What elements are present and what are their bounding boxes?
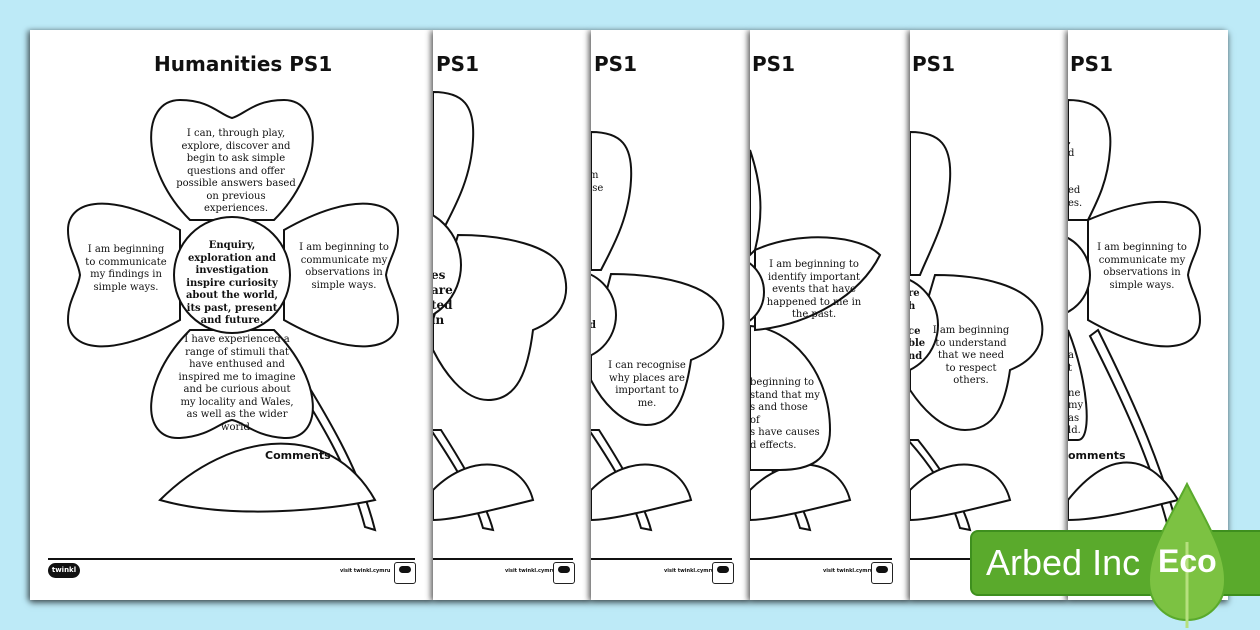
petal-right-text: I am beginning to communicate my observa… (299, 242, 389, 291)
flower-outline-illustration (910, 130, 1044, 532)
eco-label: Eco (1158, 543, 1217, 579)
footer-url: visit twinkl.cymru (664, 568, 715, 574)
petal-right-text: I am beginning to identify important eve… (766, 259, 862, 320)
page-title-fragment: PS1 (436, 52, 479, 76)
page-title-fragment: PS1 (594, 52, 637, 76)
twinkl-logo: twinkl (48, 563, 80, 578)
eco-brand-text: Arbed Inc (986, 542, 1141, 583)
footer-divider (433, 558, 573, 560)
petal-right-text: I am beginning to understand that we nee… (932, 325, 1010, 386)
footer-url: visit twinkl.cymru (505, 568, 556, 574)
leaf-icon (1147, 481, 1227, 628)
quality-badge-icon (871, 562, 893, 584)
page-title-fragment: PS1 (752, 52, 795, 76)
page-title-fragment: PS1 (912, 52, 955, 76)
footer-url: visit twinkl.cymru (823, 568, 874, 574)
comments-label-fragment: omments (1068, 449, 1126, 462)
quality-badge-icon (712, 562, 734, 584)
flower-outline-illustration (433, 90, 568, 532)
flower-centre-text: Enquiry, exploration and investigation i… (185, 240, 279, 326)
petal-right-text: I am beginning to communicate my observa… (1097, 242, 1187, 291)
flower-outline-illustration (750, 149, 882, 532)
flower-outline-illustration (1068, 98, 1202, 532)
petal-fragment-text: mise (591, 170, 604, 194)
page-title: Humanities PS1 (154, 52, 333, 76)
worksheet-page-1[interactable]: Humanities PS1 I can, through play, expl… (30, 30, 433, 600)
flower-centre-text-fragment: d (591, 320, 596, 331)
worksheet-page-3[interactable]: PS1 mise d I can recognise why places ar… (591, 30, 750, 600)
page-title-fragment: PS1 (1070, 52, 1113, 76)
petal-right-text: I can recognise why places are important… (608, 360, 686, 409)
flower-outline-illustration (66, 98, 400, 532)
quality-badge-icon (553, 562, 575, 584)
petal-left-text: I am beginning to communicate my finding… (85, 244, 167, 293)
footer-divider (750, 558, 892, 560)
flower-outline-illustration (591, 130, 725, 532)
worksheet-page-4[interactable]: PS1 I am beginning to identify important… (750, 30, 910, 600)
footer-divider (48, 558, 415, 560)
petal-bottom-text: I have experienced a range of stimuli th… (178, 334, 296, 433)
comments-label: Comments (265, 449, 331, 462)
petal-top-text: I can, through play, explore, discover a… (176, 128, 296, 214)
quality-badge-icon (394, 562, 416, 584)
footer-url: visit twinkl.cymru (340, 568, 391, 574)
footer-divider (591, 558, 732, 560)
